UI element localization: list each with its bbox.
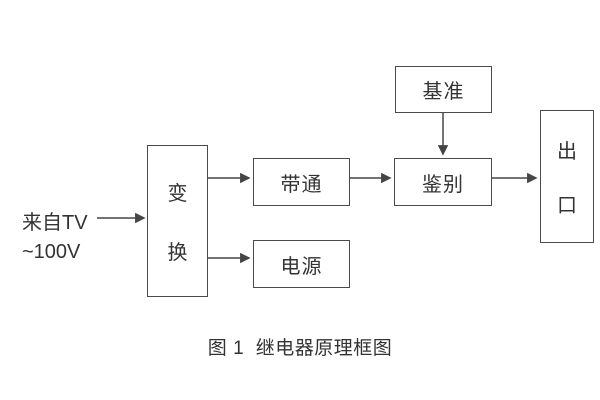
input-voltage-label: ~100V <box>22 241 81 263</box>
block-power-label: 电源 <box>280 255 323 278</box>
block-bandpass: 带通 <box>253 158 350 206</box>
block-outlet: 出 口 <box>540 110 594 243</box>
figure-caption: 图 1 继电器原理框图 <box>207 338 393 359</box>
block-transform-char-1: 变 <box>167 182 188 205</box>
input-source-label: 来自TV <box>22 212 88 234</box>
block-outlet-char-2: 口 <box>557 194 577 217</box>
block-bandpass-label: 带通 <box>280 173 323 196</box>
block-reference: 基准 <box>395 66 492 113</box>
block-transform: 变 换 <box>147 145 208 297</box>
block-power: 电源 <box>253 240 350 288</box>
block-transform-char-2: 换 <box>167 242 188 265</box>
block-discriminator-label: 鉴别 <box>422 173 464 196</box>
block-discriminator: 鉴别 <box>394 158 492 206</box>
block-outlet-char-1: 出 <box>557 141 577 164</box>
block-reference-label: 基准 <box>422 81 465 103</box>
